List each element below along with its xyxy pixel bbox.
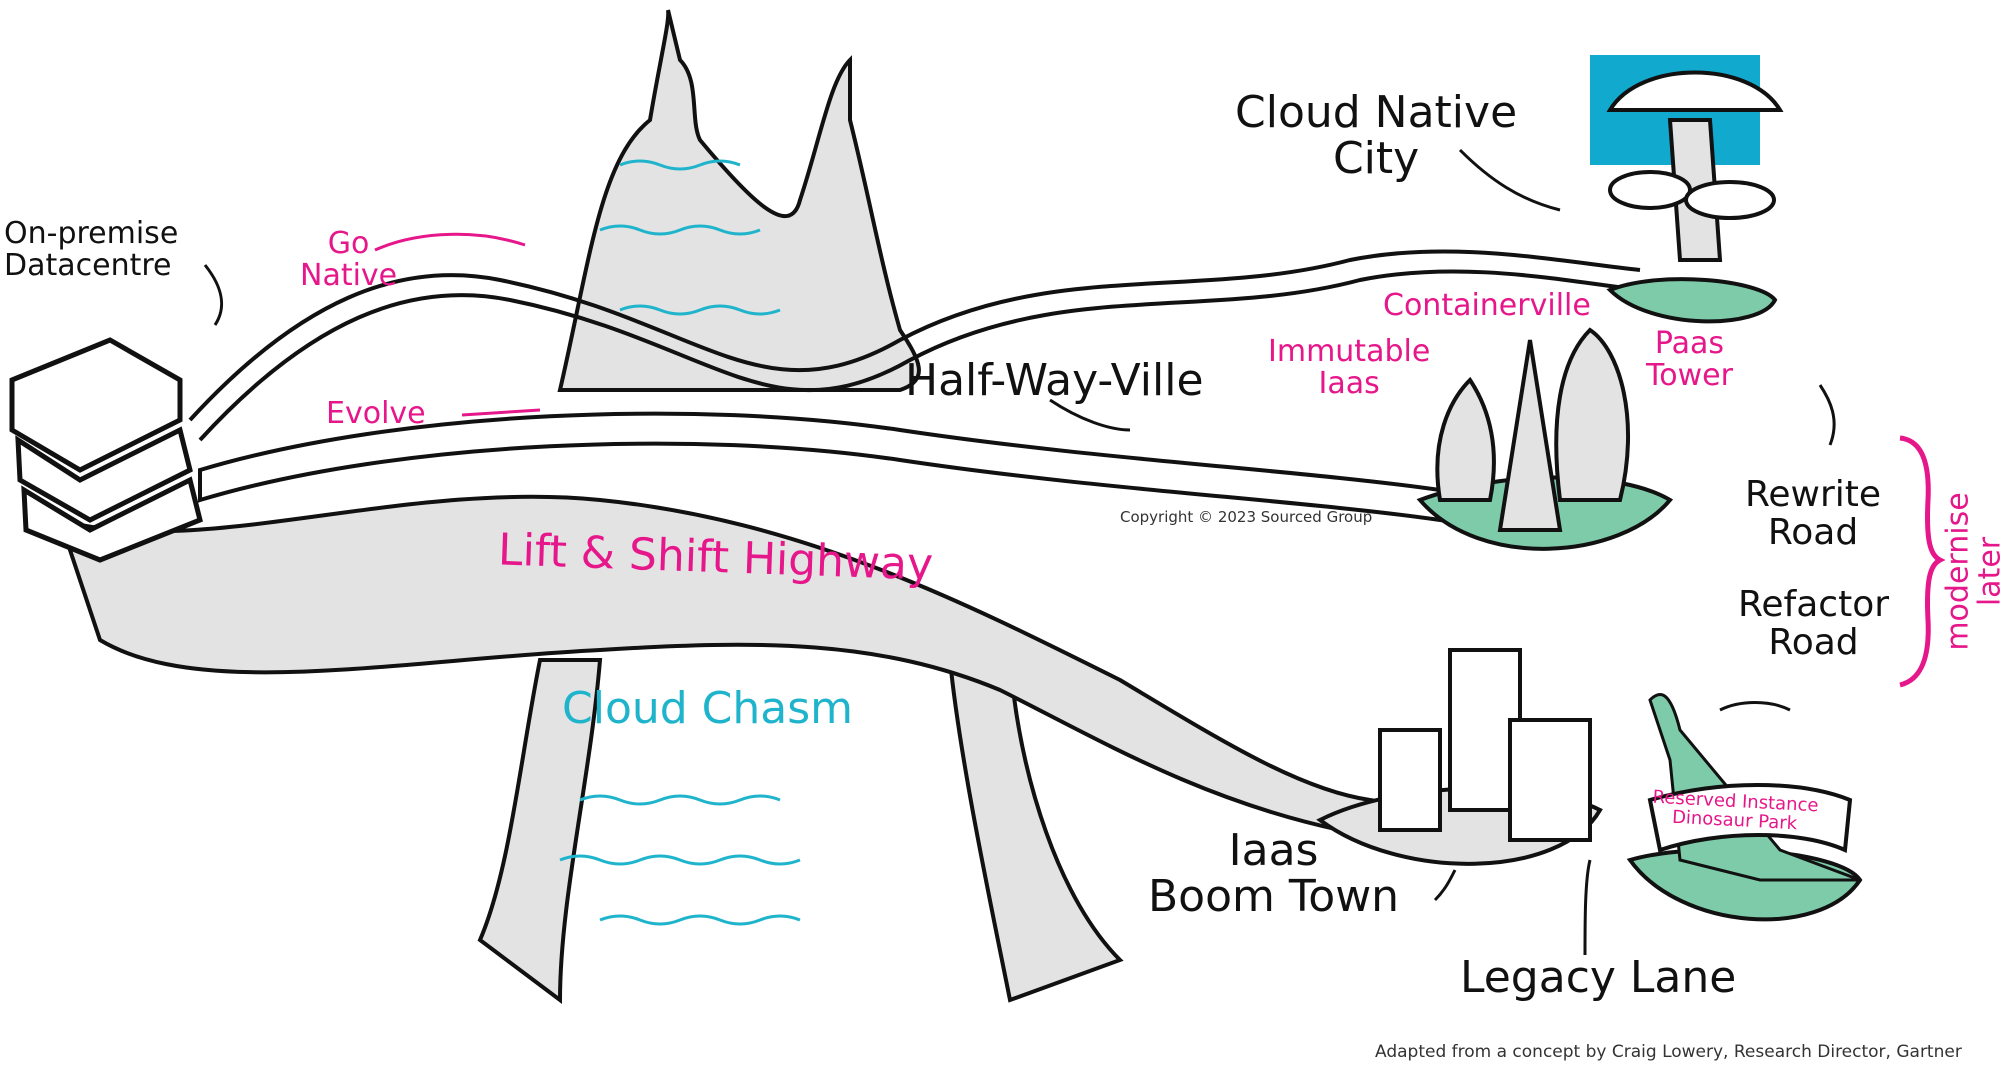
label-go-native: Go Native (300, 228, 397, 291)
label-iaas-boom-town-line2: Boom Town (1148, 871, 1400, 923)
label-go-native-line2: Native (300, 257, 398, 293)
dinosaur-park-sign (1647, 783, 1853, 853)
label-cloud-native-city-line2: City (1332, 133, 1420, 185)
label-half-way-ville: Half-Way-Ville (905, 355, 1204, 406)
label-cloud-native-city: Cloud Native City (1235, 87, 1518, 185)
label-rewrite-road-line2: Road (1767, 511, 1859, 553)
label-rewrite-road: Rewrite Road (1745, 476, 1881, 552)
label-cloud-native-city-line1: Cloud Native (1235, 87, 1518, 138)
label-modernise-later-line1: modernise (1940, 492, 1976, 651)
label-modernise-later: modernise later (1940, 492, 2001, 651)
label-evolve: Evolve (326, 396, 426, 431)
label-iaas-boom-town: Iaas Boom Town (1148, 825, 1400, 923)
arrows (203, 148, 1836, 956)
label-datacentre-line2: Datacentre (4, 247, 172, 283)
label-refactor-road-line2: Road (1768, 621, 1859, 663)
label-datacentre-line1: On-premise (4, 216, 179, 251)
label-iaas-boom-town-line1: Iaas (1228, 825, 1319, 876)
label-refactor-road-line1: Refactor (1738, 584, 1890, 625)
attribution-footer: Adapted from a concept by Craig Lowery, … (1375, 1042, 1962, 1062)
label-immutable-iaas-line1: Immutable (1268, 334, 1431, 369)
label-immutable-iaas: Immutable Iaas (1268, 336, 1430, 399)
chasm-cliffs (477, 9, 1124, 1004)
copyright-notice: Copyright © 2023 Sourced Group (1120, 508, 1373, 526)
label-modernise-later-line2: later (1972, 536, 2001, 607)
boom-town-buildings (1378, 648, 1592, 842)
label-datacentre: On-premise Datacentre (4, 218, 178, 281)
label-legacy-lane: Legacy Lane (1460, 952, 1737, 1003)
label-refactor-road: Refactor Road (1738, 586, 1889, 662)
cloud-native-city (1590, 55, 1784, 262)
label-cloud-chasm: Cloud Chasm (562, 683, 854, 734)
label-immutable-iaas-line2: Iaas (1318, 365, 1380, 401)
half-way-ville-buildings (1435, 327, 1631, 532)
label-rewrite-road-line1: Rewrite (1745, 474, 1882, 515)
label-containerville: Containerville (1383, 288, 1591, 323)
datacentre-servers (9, 337, 203, 563)
modernise-brace (1899, 435, 1946, 688)
label-paas-tower-line2: Tower (1646, 357, 1733, 393)
label-paas-tower: Paas Tower (1646, 328, 1733, 391)
label-go-native-line1: Go (327, 226, 370, 261)
chasm-water (559, 159, 801, 926)
go-native-road (188, 249, 1641, 442)
label-paas-tower-line1: Paas (1654, 326, 1725, 361)
